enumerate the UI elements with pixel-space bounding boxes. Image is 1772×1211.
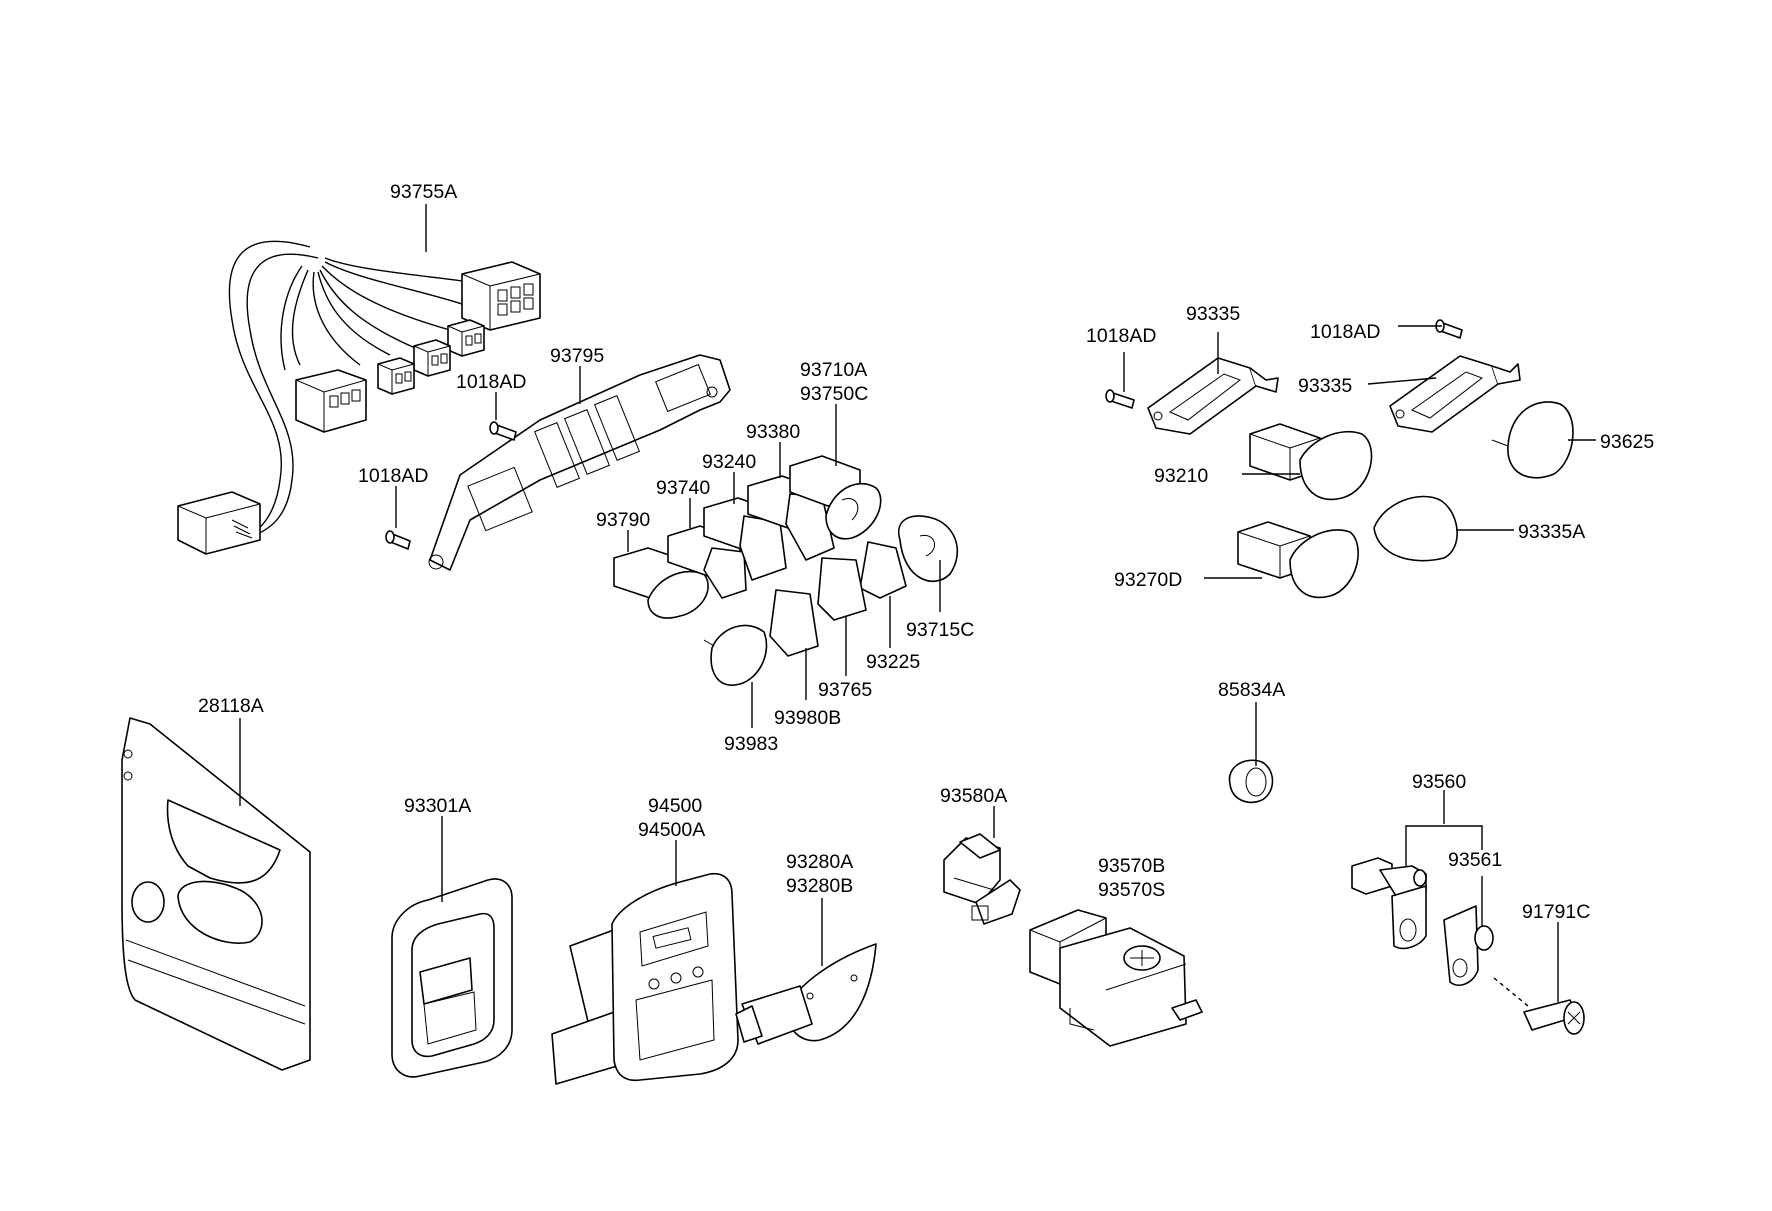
- label-93210: 93210: [1154, 465, 1208, 487]
- label-93983: 93983: [724, 733, 778, 755]
- label-93280B: 93280B: [786, 875, 853, 897]
- part-labels: 93755A 93795 1018AD 1018AD 93710A 93750C…: [198, 181, 1654, 923]
- console-switch-94500: [551, 872, 739, 1085]
- label-93240: 93240: [702, 451, 756, 473]
- label-93755A: 93755A: [390, 181, 457, 203]
- label-93625: 93625: [1600, 431, 1654, 453]
- label-93710A: 93710A: [800, 359, 867, 381]
- label-1018AD-left-lower: 1018AD: [358, 465, 428, 487]
- courtesy-switch-93560: [1351, 857, 1427, 950]
- switch-93270D: [1237, 521, 1359, 599]
- label-93740: 93740: [656, 477, 710, 499]
- label-93560: 93560: [1412, 771, 1466, 793]
- label-93335-b: 93335: [1298, 375, 1352, 397]
- label-1018AD-left-upper: 1018AD: [456, 371, 526, 393]
- wiring-harness: [177, 240, 541, 555]
- label-1018AD-right-a: 1018AD: [1086, 325, 1156, 347]
- door-trim-28118A: [121, 717, 311, 1071]
- label-28118A: 28118A: [198, 695, 264, 717]
- grommet-85834A: [1228, 759, 1274, 804]
- courtesy-switch-93561: [1443, 905, 1494, 986]
- cap-93335A: [1373, 495, 1458, 562]
- cap-93625: [1491, 401, 1574, 479]
- switch-93580A: [943, 833, 1021, 925]
- screw-left-upper: [489, 421, 517, 441]
- label-93335A: 93335A: [1518, 521, 1585, 543]
- label-94500: 94500: [648, 795, 702, 817]
- label-93580A: 93580A: [940, 785, 1007, 807]
- label-93380: 93380: [746, 421, 800, 443]
- switch-93570: [1029, 909, 1203, 1047]
- label-93790: 93790: [596, 509, 650, 531]
- label-94500A: 94500A: [638, 819, 705, 841]
- label-91791C: 91791C: [1522, 901, 1590, 923]
- label-93270D: 93270D: [1114, 569, 1182, 591]
- label-93795: 93795: [550, 345, 604, 367]
- label-93561: 93561: [1448, 849, 1502, 871]
- label-93765: 93765: [818, 679, 872, 701]
- label-85834A: 85834A: [1218, 679, 1285, 701]
- switch-cover-93280: [735, 943, 877, 1045]
- label-93570B: 93570B: [1098, 855, 1165, 877]
- screw-left-lower: [385, 530, 411, 550]
- screw-right-a: [1105, 389, 1135, 409]
- switch-bracket: [428, 354, 731, 571]
- cover-plate-2: [1389, 355, 1521, 433]
- label-93980B: 93980B: [774, 707, 841, 729]
- label-93750C: 93750C: [800, 383, 868, 405]
- label-93715C: 93715C: [906, 619, 974, 641]
- bezel-93301A: [391, 878, 513, 1078]
- label-93280A: 93280A: [786, 851, 853, 873]
- switch-cluster: [613, 455, 959, 686]
- label-93301A: 93301A: [404, 795, 471, 817]
- label-93225: 93225: [866, 651, 920, 673]
- screw-91791C: [1523, 999, 1585, 1035]
- label-93570S: 93570S: [1098, 879, 1165, 901]
- label-93335-a: 93335: [1186, 303, 1240, 325]
- cover-plate-1: [1147, 357, 1279, 435]
- screw-right-b: [1435, 319, 1463, 339]
- switch-93210: [1249, 423, 1373, 501]
- leader-lines: [239, 204, 1596, 1007]
- label-1018AD-right-b: 1018AD: [1310, 321, 1380, 343]
